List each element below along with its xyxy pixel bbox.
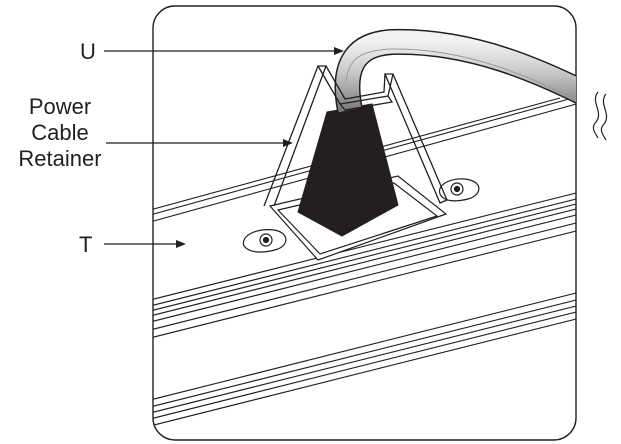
arrow-u bbox=[334, 47, 344, 55]
rib-2c bbox=[153, 304, 576, 414]
rib-2e bbox=[153, 317, 576, 427]
rib-1f bbox=[153, 221, 576, 331]
label-power-cable-retainer: Power Cable Retainer bbox=[4, 94, 116, 172]
label-line-1: Power bbox=[28, 94, 92, 119]
rib-1b bbox=[153, 197, 576, 307]
power-cable-retainer bbox=[263, 65, 448, 207]
label-t: T bbox=[79, 232, 93, 257]
rib-2d bbox=[153, 310, 576, 420]
label-line-2: Cable bbox=[31, 120, 89, 145]
cable-u bbox=[334, 28, 576, 116]
screw-left-icon bbox=[242, 229, 287, 253]
leader-lines bbox=[104, 47, 344, 248]
label-line-3: Retainer bbox=[18, 146, 102, 171]
rib-2b bbox=[153, 298, 576, 408]
cable-cut-mark bbox=[592, 91, 608, 141]
rib-1a bbox=[153, 191, 576, 301]
rib-1c bbox=[153, 202, 576, 312]
plug-body bbox=[297, 103, 399, 237]
rib-1g bbox=[153, 229, 576, 339]
rib-1d bbox=[153, 207, 576, 317]
label-u: U bbox=[80, 39, 96, 64]
rib-1e bbox=[153, 213, 576, 323]
arrow-t bbox=[176, 240, 186, 248]
screw-right-icon bbox=[438, 178, 480, 202]
rib-2a bbox=[153, 291, 576, 401]
